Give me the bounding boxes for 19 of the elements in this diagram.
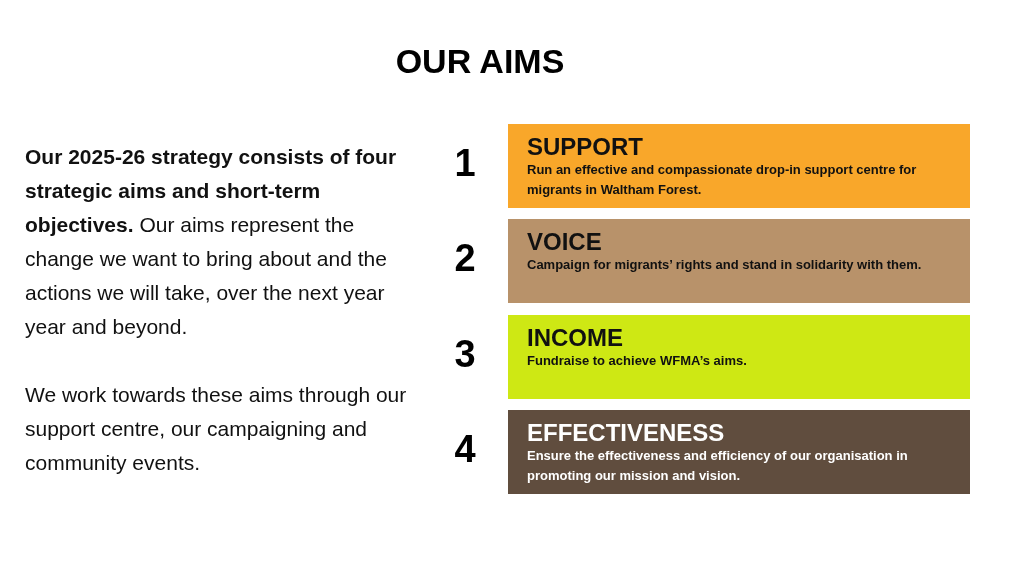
aim-description: Ensure the effectiveness and efficiency of our organisation in promoting our mission and vision. (527, 447, 909, 485)
aim-number: 2 (453, 237, 477, 280)
title: OUR AIMS (394, 42, 566, 81)
aim-card (508, 410, 970, 494)
aim-card (508, 315, 970, 399)
aim-card (508, 124, 970, 208)
aim-number: 3 (453, 333, 477, 376)
aim-heading: EFFECTIVENESS (527, 420, 725, 446)
aim-number: 1 (453, 142, 477, 185)
aim-heading: SUPPORT (527, 134, 643, 160)
aim-description: Fundraise to achieve WFMA’s aims. (527, 352, 748, 370)
paragraph: Our 2025-26 strategy consists of four strategic aims and short-term objectives. Our aims represent the change we want to bring about and the actions we will take, over the next year year and beyond. (25, 144, 398, 340)
paragraph: We work towards these aims through our support centre, our campaigning and community events. (25, 382, 408, 476)
aim-heading: VOICE (527, 229, 602, 255)
aim-card (508, 219, 970, 303)
aim-description: Campaign for migrants’ rights and stand in solidarity with them. (527, 256, 923, 274)
aim-number: 4 (453, 428, 477, 471)
aim-description: Run an effective and compassionate drop-in support centre for migrants in Waltham Forest. (527, 161, 918, 199)
aim-heading: INCOME (527, 325, 623, 351)
